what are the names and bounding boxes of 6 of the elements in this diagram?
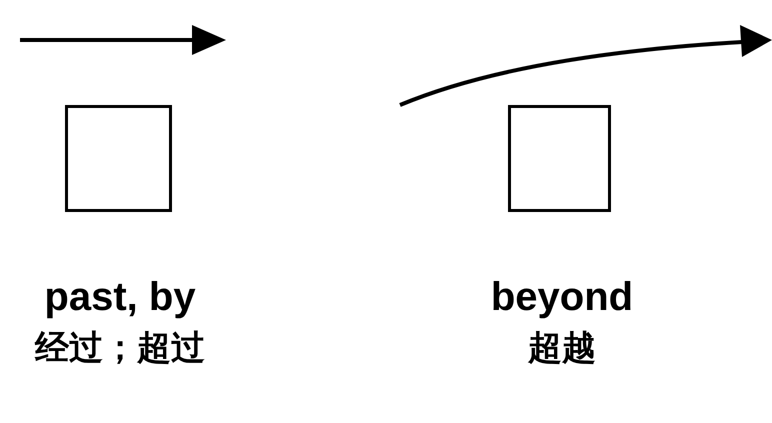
term-caption: beyond (490, 275, 634, 320)
term-caption: past, by (43, 275, 197, 320)
square-box (65, 105, 172, 212)
translation-caption: 经过；超过 (34, 327, 206, 370)
translation-caption: 超越 (526, 327, 597, 370)
square-box (508, 105, 611, 212)
